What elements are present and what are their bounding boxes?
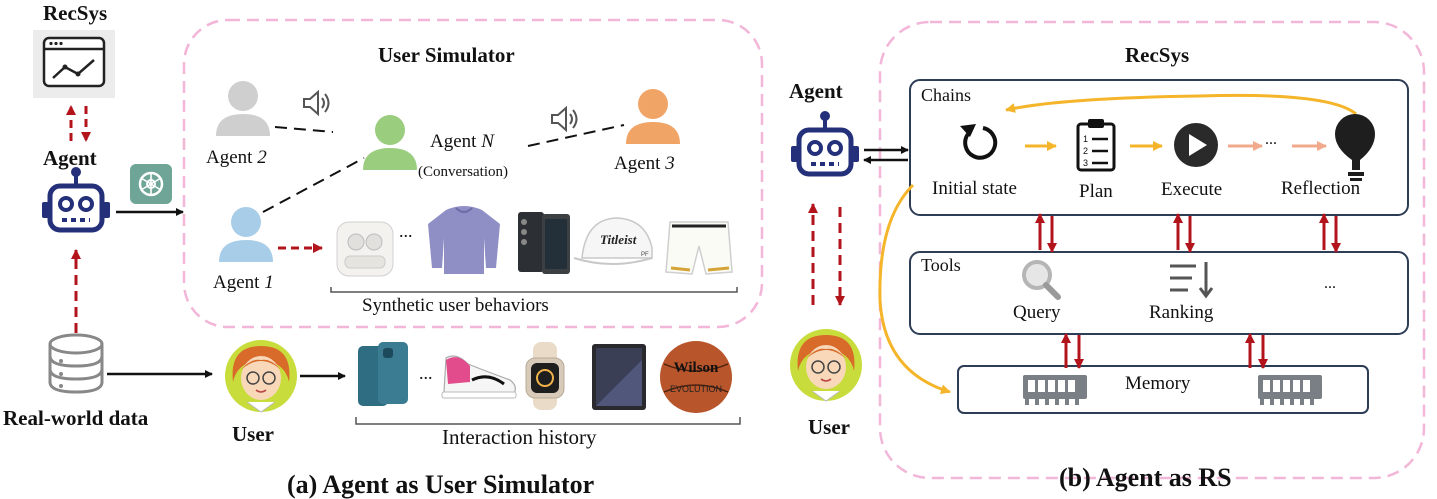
conversation-line-1 <box>262 157 365 213</box>
recsys-frame <box>878 20 1426 480</box>
golf-cap-brand-text: Titleist <box>600 232 637 247</box>
memory-label: Memory <box>1125 373 1191 394</box>
user-avatar-icon-right <box>789 328 863 402</box>
chain-ellipsis: ... <box>1265 131 1277 148</box>
svg-text:1: 1 <box>1083 134 1088 144</box>
recsys-label-left: RecSys <box>43 1 108 25</box>
agent-n-label: Agent N <box>430 131 494 152</box>
user-label-right: User <box>808 415 850 439</box>
speaker-icon <box>303 91 330 115</box>
conversation-label: (Conversation) <box>418 164 508 180</box>
real-world-data-label: Real-world data <box>3 406 149 430</box>
sweater-product-image <box>428 206 500 274</box>
shorts-product-image <box>665 221 733 275</box>
agent-label-left: Agent <box>43 146 97 170</box>
agent-1-avatar-icon <box>219 207 273 262</box>
user-label-left: User <box>232 422 274 446</box>
reflection-icon <box>1335 114 1375 181</box>
iphone-product-image <box>358 342 408 406</box>
smartwatch-product-image <box>525 342 565 410</box>
tools-ellipsis: ... <box>1324 275 1336 292</box>
earbuds-product-image <box>336 221 394 277</box>
chains-label: Chains <box>921 85 972 105</box>
recsys-title-right: RecSys <box>1125 43 1190 67</box>
synthetic-ellipsis: ... <box>399 221 413 241</box>
svg-text:2: 2 <box>1083 146 1088 156</box>
synthetic-behaviors-bracket <box>330 287 738 293</box>
interaction-history-bracket <box>355 417 741 425</box>
user-simulator-title: User Simulator <box>378 43 515 67</box>
agent-label-right: Agent <box>789 79 843 103</box>
robot-icon-right <box>791 111 859 174</box>
chain-step-reflection: Reflection <box>1281 178 1361 199</box>
tools-label: Tools <box>921 255 961 275</box>
caption-b: (b) Agent as RS <box>1059 463 1232 492</box>
recsys-browser-icon <box>33 30 115 98</box>
plan-icon: 1 2 3 <box>1076 119 1116 172</box>
speaker-icon-2 <box>551 107 578 131</box>
agent-3-avatar-icon <box>626 89 680 144</box>
initial-state-icon <box>960 124 998 160</box>
database-icon <box>48 333 104 394</box>
robot-icon <box>42 167 110 230</box>
chain-step-execute: Execute <box>1161 179 1223 200</box>
basketball-model-text: EVOLUTION <box>670 384 722 394</box>
caption-a: (a) Agent as User Simulator <box>287 470 595 499</box>
synthetic-behaviors-label: Synthetic user behaviors <box>362 295 549 316</box>
golf-cap-tag-text: PF <box>641 252 649 258</box>
chains-to-memory-arrow <box>878 183 951 395</box>
basketball-brand-text: Wilson <box>674 360 719 376</box>
user-simulator-frame <box>182 18 764 329</box>
smartphone-product-image <box>518 212 570 274</box>
chain-step-initial-state: Initial state <box>932 178 1017 199</box>
execute-icon <box>1174 123 1218 167</box>
sneaker-product-image <box>441 355 517 399</box>
agent-2-label: Agent 2 <box>206 147 267 168</box>
agent-n-avatar-icon <box>363 115 417 170</box>
agent-3-label: Agent 3 <box>614 153 675 174</box>
tablet-product-image <box>592 344 646 410</box>
tool-ranking-label: Ranking <box>1149 302 1214 323</box>
conversation-line-3 <box>527 124 625 147</box>
golf-cap-product-image: Titleist PF <box>573 217 653 265</box>
agent-2-avatar-icon <box>216 81 270 136</box>
tool-query-label: Query <box>1013 302 1061 323</box>
conversation-line-2 <box>274 126 334 133</box>
agent-1-label: Agent 1 <box>213 272 274 293</box>
ranking-icon <box>1170 262 1214 299</box>
chatgpt-logo-icon <box>130 164 172 204</box>
svg-text:3: 3 <box>1083 158 1088 168</box>
query-icon <box>1022 260 1061 300</box>
reflection-feedback-arrow <box>1005 93 1357 116</box>
interaction-ellipsis: ... <box>419 363 433 383</box>
chain-step-plan: Plan <box>1079 181 1113 202</box>
interaction-history-label: Interaction history <box>442 425 597 449</box>
basketball-product-image: Wilson EVOLUTION <box>660 341 732 413</box>
user-avatar-icon <box>224 339 298 413</box>
